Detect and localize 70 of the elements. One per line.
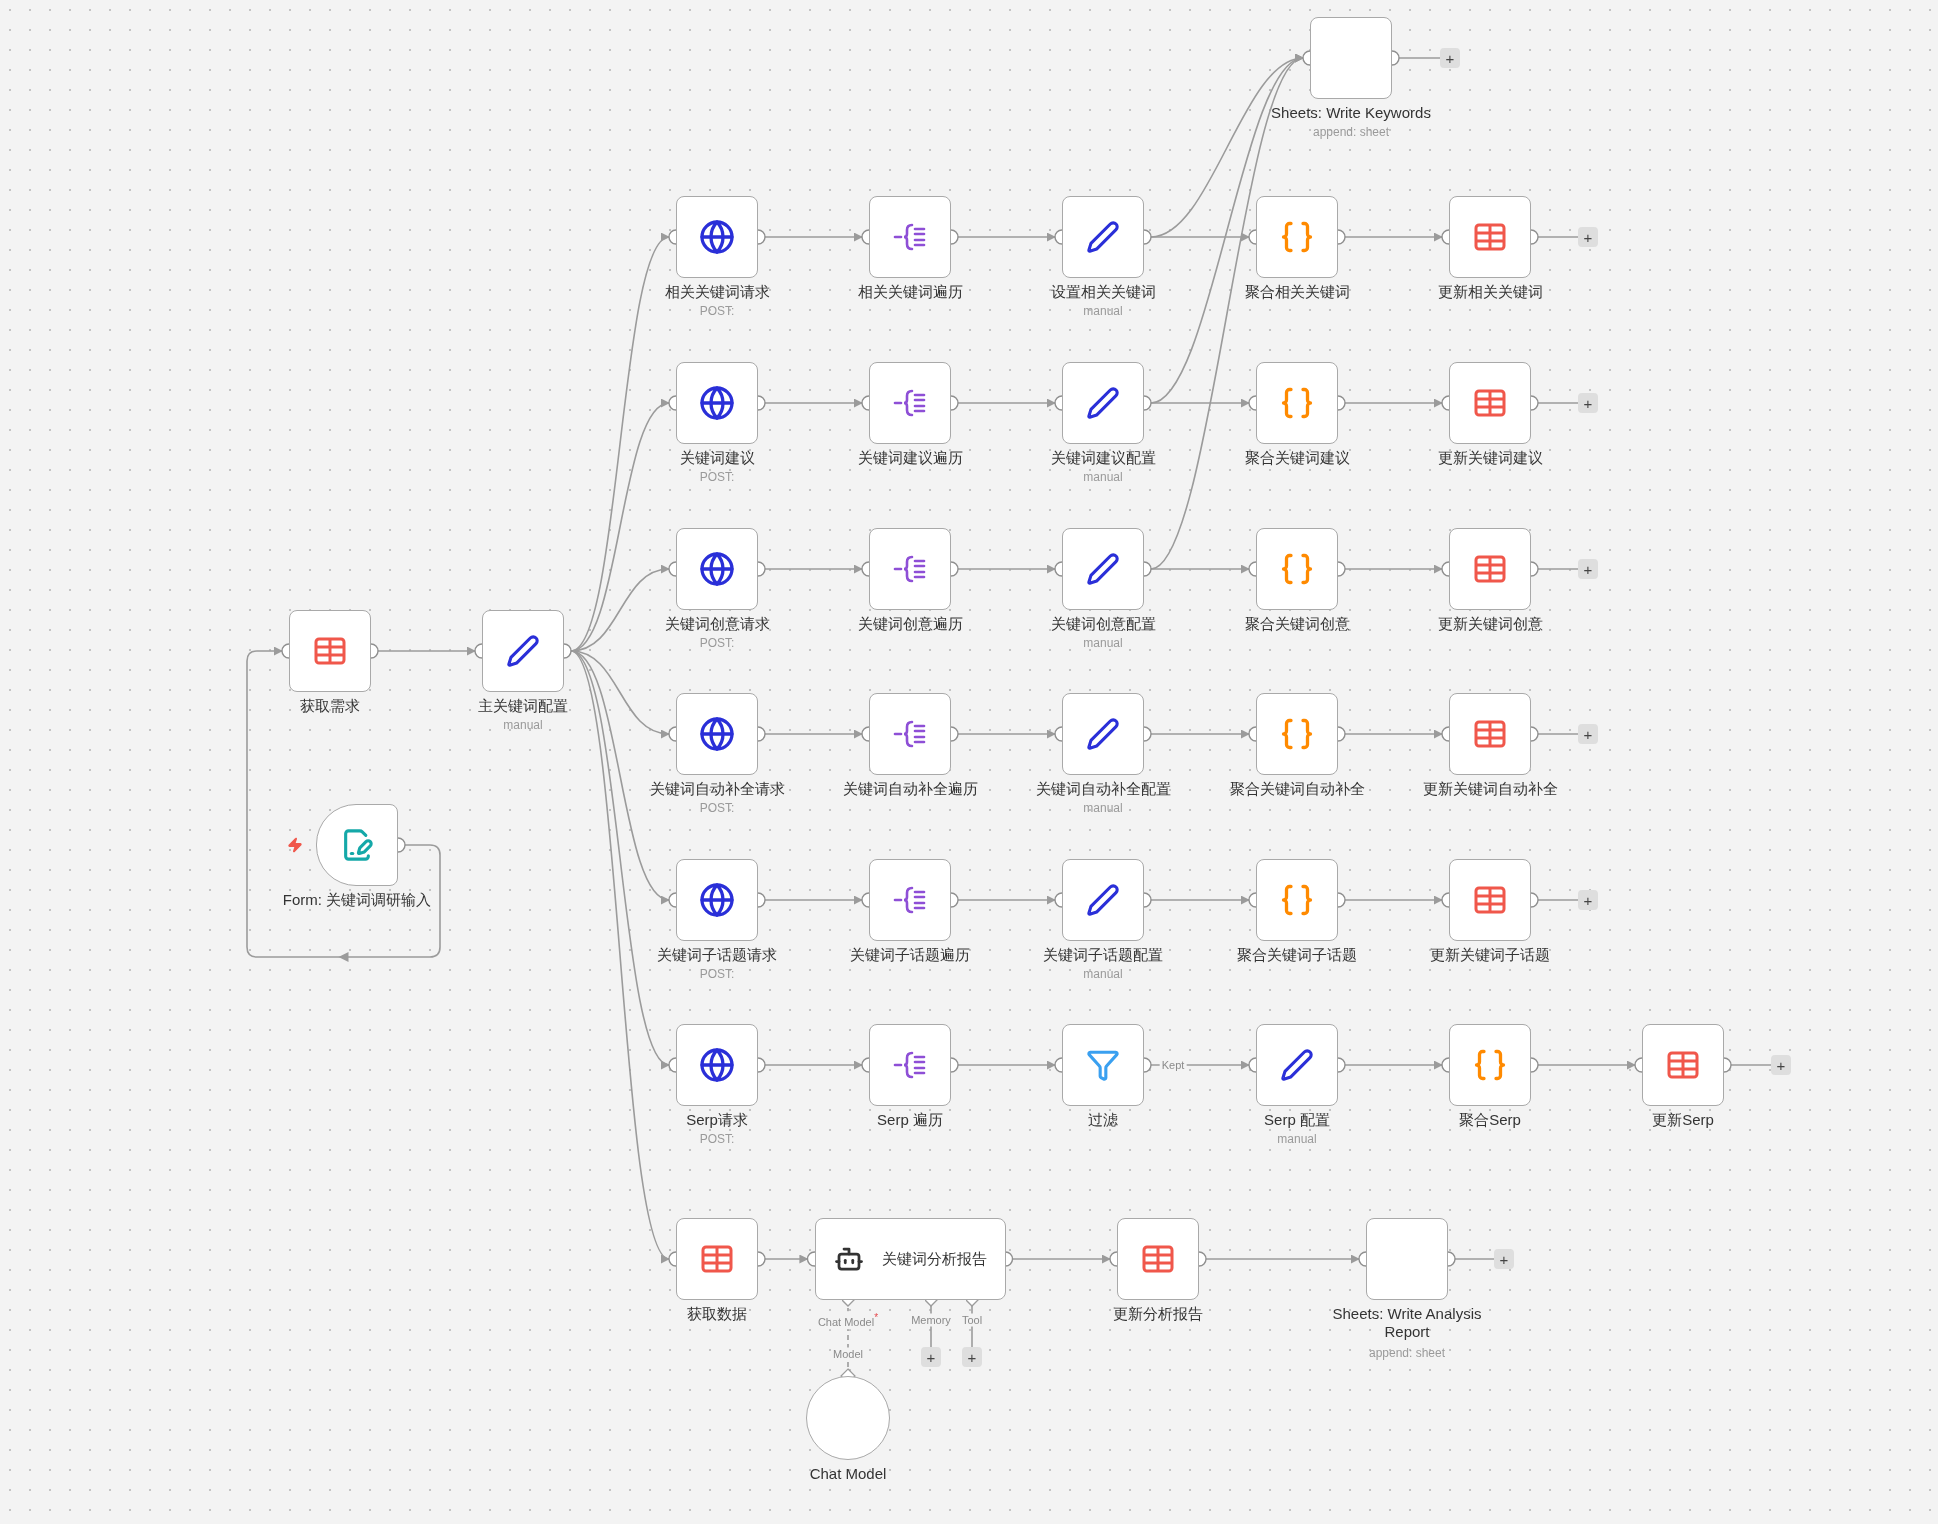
node-title: 关键词分析报告 (881, 1249, 987, 1269)
node-title: 更新关键词子话题 (1430, 946, 1550, 964)
node-subtitle: manual (1083, 469, 1123, 485)
add-button: + (1440, 48, 1460, 68)
node-title: Chat Model (809, 1465, 887, 1483)
node-subtitle: manual (1083, 635, 1123, 651)
edge-label: Model (831, 1347, 865, 1361)
node-title: Serp 配置 (1264, 1111, 1330, 1129)
add-button: + (1578, 227, 1598, 247)
node-title: 更新分析报告 (1113, 1305, 1203, 1323)
node-title: 关键词创意配置 (1050, 615, 1156, 633)
node-subtitle: append: sheet (1312, 124, 1390, 140)
port-label: Memory (910, 1313, 952, 1327)
agent-node (814, 1218, 1006, 1300)
node-subtitle: POST: (699, 635, 735, 651)
node-subtitle: POST: (699, 469, 735, 485)
node-title: 关键词子话题请求 (657, 946, 777, 964)
node-title: 更新关键词建议 (1437, 449, 1543, 467)
add-button: + (962, 1347, 982, 1367)
node-subtitle: POST: (699, 303, 735, 319)
node-title: 聚合关键词自动补全 (1229, 780, 1365, 798)
node-subtitle: POST: (699, 800, 735, 816)
node-title: 关键词建议遍历 (857, 449, 963, 467)
node-title: 获取数据 (687, 1305, 747, 1323)
node-title: 关键词自动补全遍历 (842, 780, 978, 798)
node-subtitle: append: sheet (1367, 1345, 1447, 1361)
add-button: + (1771, 1055, 1791, 1075)
node-title: 获取需求 (300, 697, 360, 715)
node-title: 聚合关键词创意 (1244, 615, 1350, 633)
node-title: 关键词建议 (679, 449, 755, 467)
node-title: 关键词子话题遍历 (850, 946, 970, 964)
node-title: 更新Serp (1652, 1111, 1714, 1129)
node-title: Sheets: Write Keywords (1271, 104, 1431, 122)
add-button: + (921, 1347, 941, 1367)
node-title: Form: 关键词调研输入 (282, 891, 432, 909)
edge-label: Kept (1159, 1058, 1187, 1072)
node-subtitle: POST: (699, 1131, 735, 1147)
node-title: 过滤 (1088, 1111, 1118, 1129)
node-subtitle: manual (1083, 800, 1123, 816)
add-button: + (1578, 890, 1598, 910)
node-title: Sheets: Write Analysis Report (1331, 1305, 1483, 1341)
add-button: + (1578, 559, 1598, 579)
node-title: 聚合关键词子话题 (1237, 946, 1357, 964)
node-title: 相关关键词请求 (664, 283, 770, 301)
node-title: 关键词子话题配置 (1043, 946, 1163, 964)
node-title: 关键词建议配置 (1050, 449, 1156, 467)
node-title: 聚合相关关键词 (1244, 283, 1350, 301)
node-title: 聚合Serp (1459, 1111, 1521, 1129)
node-title: 关键词自动补全配置 (1035, 780, 1171, 798)
node-subtitle: manual (1083, 966, 1123, 982)
node-title: 更新关键词创意 (1437, 615, 1543, 633)
node-subtitle: manual (1277, 1131, 1317, 1147)
node-title: 设置相关关键词 (1050, 283, 1156, 301)
node-title: Serp请求 (686, 1111, 748, 1129)
node-title: 关键词自动补全请求 (649, 780, 785, 798)
add-button: + (1578, 724, 1598, 744)
node-title: 关键词创意遍历 (857, 615, 963, 633)
node-title: 聚合关键词建议 (1244, 449, 1350, 467)
node-title: 相关关键词遍历 (857, 283, 963, 301)
node-subtitle: manual (1083, 303, 1123, 319)
node-title: 更新关键词自动补全 (1422, 780, 1558, 798)
add-button: + (1578, 393, 1598, 413)
add-button: + (1494, 1249, 1514, 1269)
node-title: 主关键词配置 (478, 697, 568, 715)
port-label: Tool (960, 1313, 984, 1327)
node-title: 更新相关关键词 (1437, 283, 1543, 301)
node-title: 关键词创意请求 (664, 615, 770, 633)
node-subtitle: POST: (699, 966, 735, 982)
node-title: Serp 遍历 (877, 1111, 943, 1129)
node-subtitle: manual (503, 717, 543, 733)
